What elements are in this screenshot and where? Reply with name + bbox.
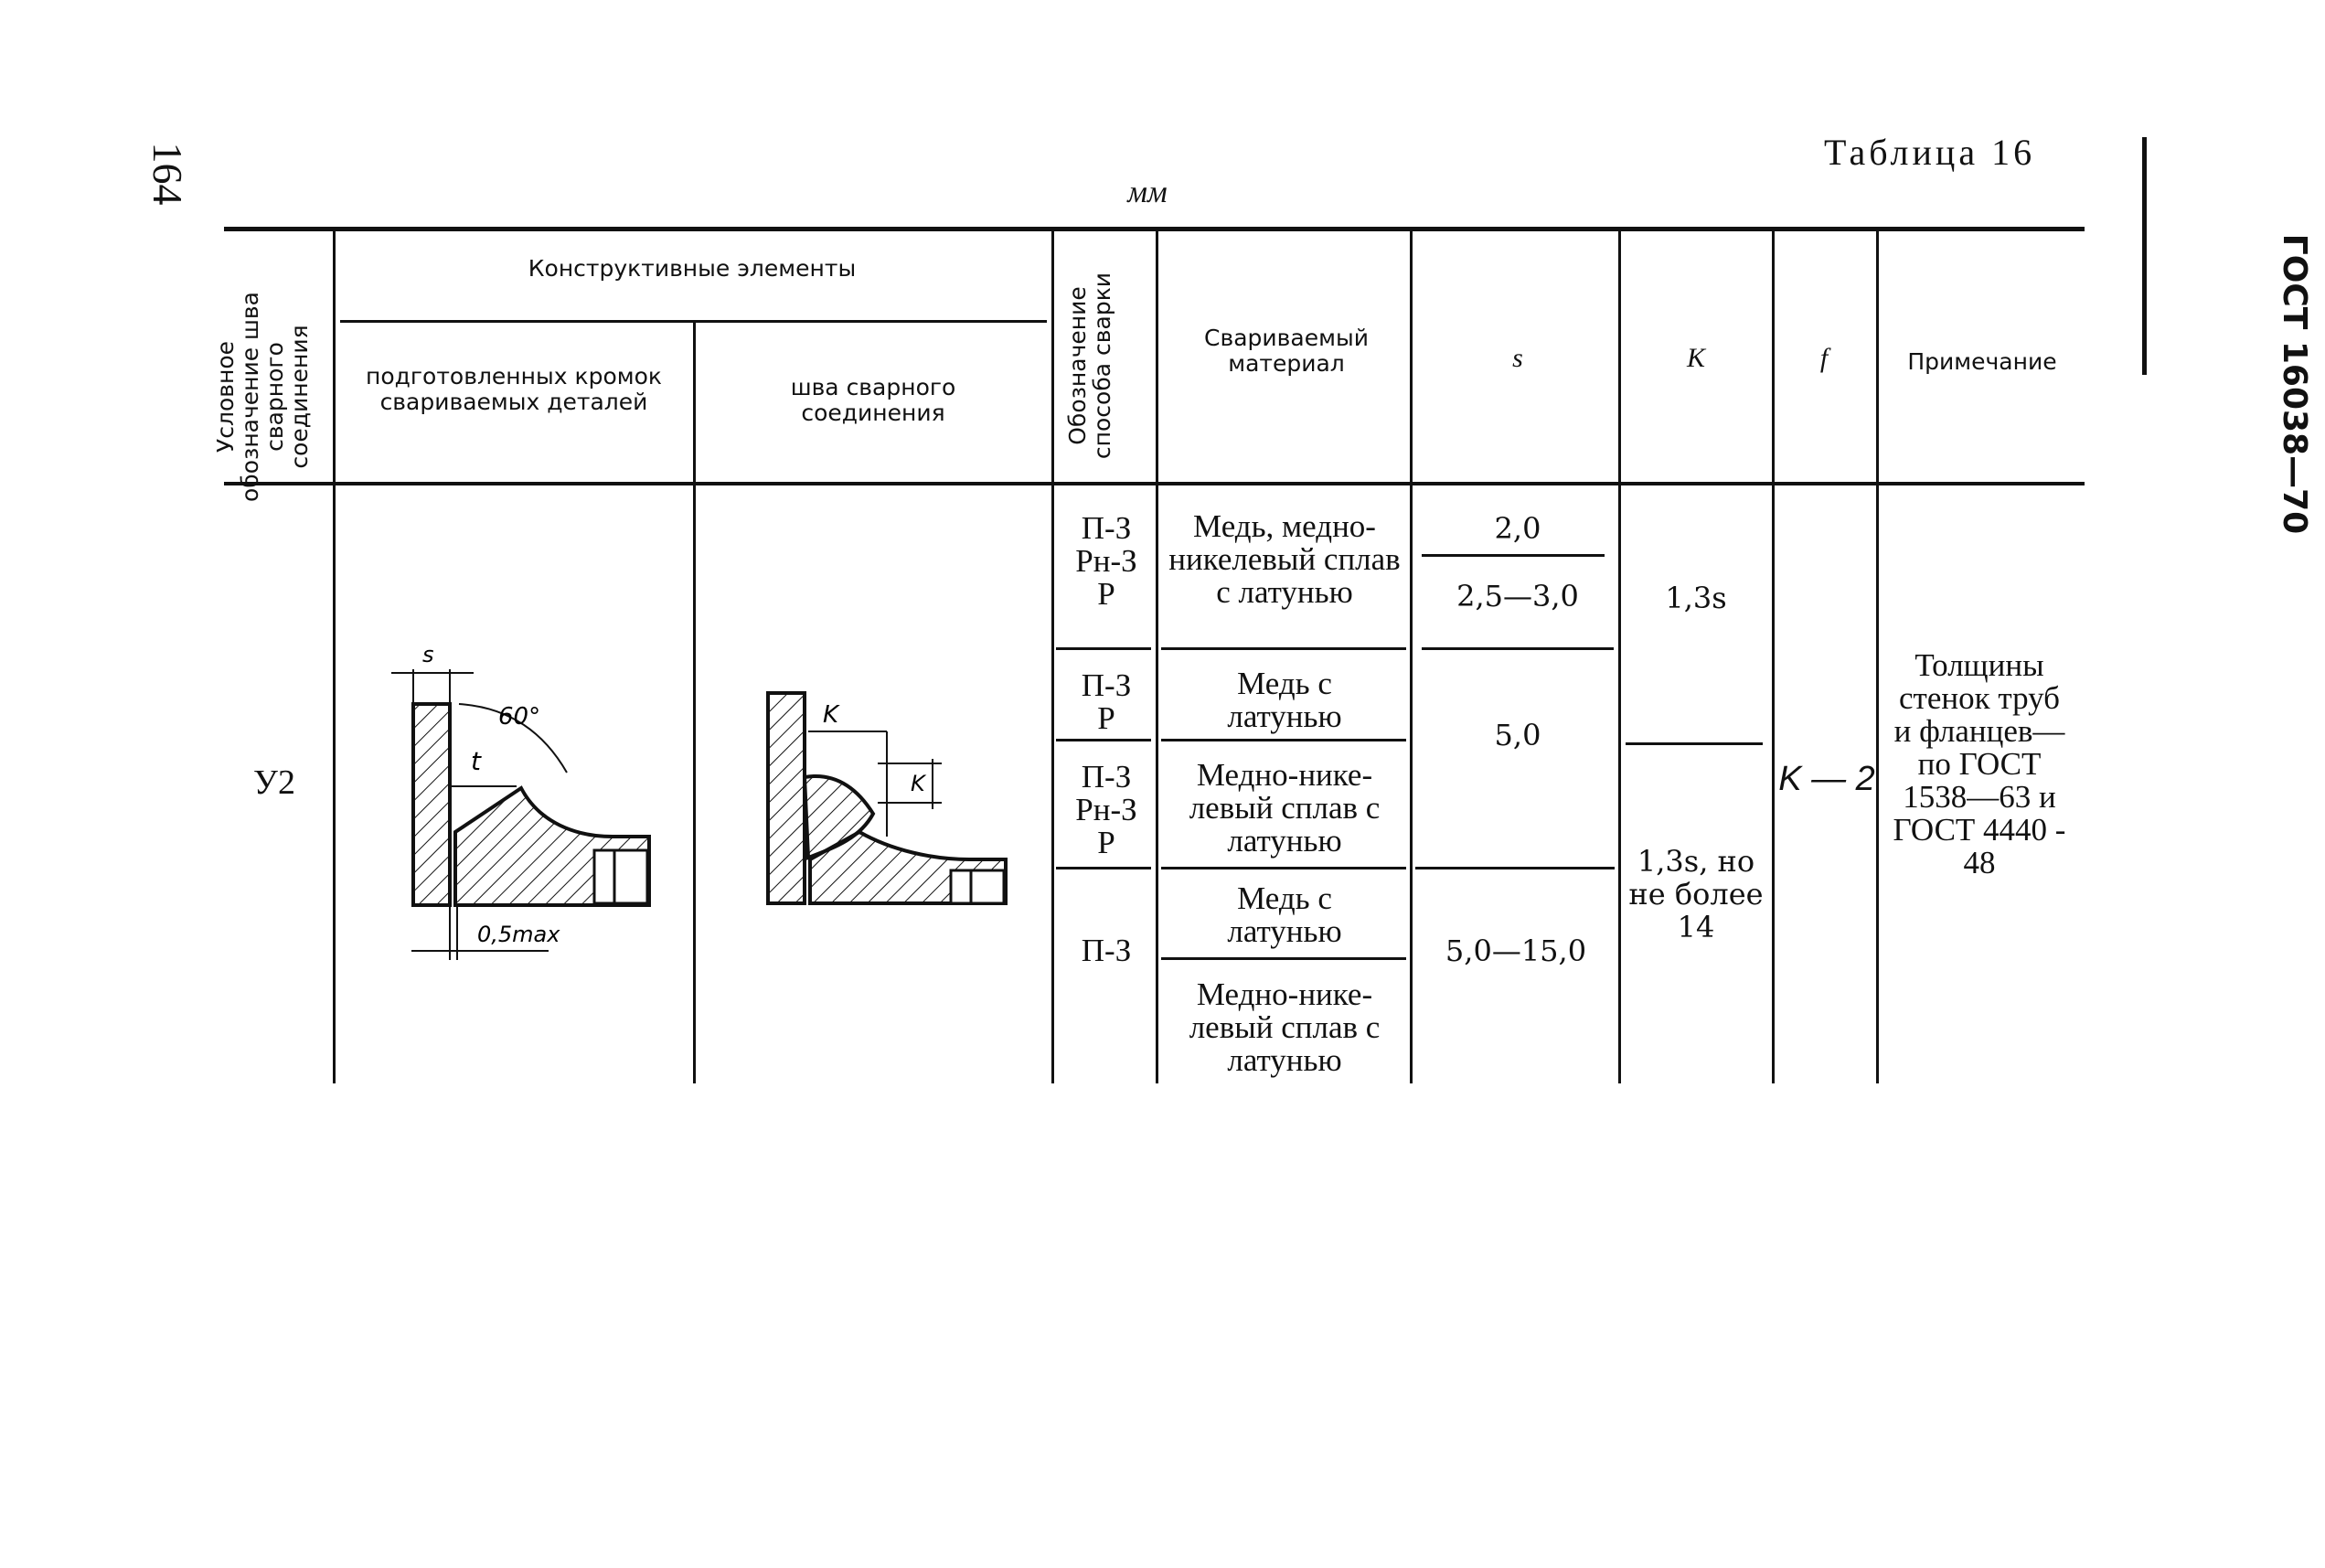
- running-header: ГОСТ 16038—70: [2276, 233, 2313, 535]
- method-line: П-З: [1081, 759, 1132, 795]
- header-f: f: [1819, 343, 1829, 373]
- table-top-rule: [224, 227, 2085, 231]
- material-rule-4: [1161, 957, 1406, 960]
- method-line: Рн-З: [1075, 792, 1137, 827]
- row-designation: У2: [253, 763, 295, 802]
- method-rule-1: [1056, 647, 1151, 650]
- material-3: Медно-нике-левый сплав с латунью: [1189, 757, 1381, 859]
- header-prepared-edges: подготовленных кромок свариваемых детале…: [366, 363, 662, 415]
- header-constructive: Конструктивные элементы: [528, 255, 857, 282]
- units-label: мм: [1127, 176, 1168, 209]
- constructive-subrule: [340, 320, 1047, 323]
- header-bottom-rule: [224, 482, 2085, 485]
- col-rule-4: [1156, 231, 1158, 1083]
- s-value-4: 5,0—15,0: [1445, 933, 1587, 968]
- method-group-2: П-З Р: [1061, 669, 1152, 735]
- method-group-4: П-З: [1061, 934, 1152, 967]
- method-rule-2: [1056, 739, 1151, 741]
- material-rule-1: [1161, 647, 1406, 650]
- label-gap: 0,5max: [477, 922, 560, 947]
- method-line: Р: [1097, 576, 1115, 612]
- method-group-1: П-З Рн-З Р: [1061, 512, 1152, 611]
- s-value-1: 2,0: [1494, 511, 1541, 546]
- method-group-3: П-З Рн-З Р: [1061, 761, 1152, 859]
- col-rule-1: [333, 231, 336, 1083]
- col-rule-3: [1051, 231, 1054, 1083]
- col-rule-5: [1410, 231, 1413, 1083]
- col-rule-6: [1618, 231, 1621, 1083]
- col-rule-8: [1876, 231, 1879, 1083]
- method-line: П-З: [1081, 667, 1132, 703]
- s-rule-2: [1422, 647, 1614, 650]
- label-t: t: [471, 746, 482, 776]
- method-line: П-З: [1081, 933, 1132, 968]
- material-1: Медь, медно-никелевый сплав с латунью: [1168, 508, 1401, 610]
- material-rule-2: [1161, 739, 1406, 741]
- k-value-2: 1,3s, но не более 14: [1628, 844, 1764, 944]
- header-material: Свариваемый материал: [1204, 325, 1369, 377]
- method-line: Рн-З: [1075, 543, 1137, 579]
- weld-drawing: K K: [766, 691, 1008, 905]
- col-rule-7: [1772, 231, 1775, 1083]
- s-rule-1: [1422, 554, 1605, 557]
- table-title: Таблица 16: [1824, 132, 2036, 173]
- header-note: Примечание: [1907, 348, 2057, 375]
- method-line: П-З: [1081, 510, 1132, 546]
- s-value-3: 5,0: [1494, 718, 1541, 752]
- method-line: Р: [1097, 700, 1115, 736]
- k-value-1: 1,3s: [1627, 581, 1765, 614]
- material-4: Медь с латунью: [1227, 880, 1342, 949]
- header-k: K: [1686, 343, 1705, 373]
- header-weld: шва сварного соединения: [790, 374, 956, 426]
- label-k-vertical: K: [911, 771, 927, 796]
- method-rule-3: [1056, 867, 1151, 869]
- s-value-2: 2,5—3,0: [1456, 579, 1579, 613]
- page-number: 164: [144, 142, 191, 206]
- k-value-1-text: 1,3s: [1665, 581, 1727, 615]
- prepared-edges-drawing: s 60° t 0,5max: [391, 642, 651, 960]
- label-k-horizontal: K: [823, 701, 840, 729]
- note: Толщины стенок труб и фланцев— по ГОСТ 1…: [1893, 647, 2066, 880]
- header-rule: [2142, 137, 2147, 375]
- header-s: s: [1512, 343, 1523, 373]
- k-rule-1: [1626, 742, 1763, 745]
- label-angle: 60°: [498, 703, 540, 731]
- header-method: Обозначение способа сварки: [1064, 272, 1115, 460]
- s-rule-3: [1415, 867, 1615, 869]
- col-rule-2: [693, 323, 696, 1083]
- material-5: Медно-нике-левый сплав с латунью: [1189, 976, 1381, 1078]
- f-value: K — 2: [1778, 760, 1875, 798]
- header-designation: Условное обозначение шва сварного соедин…: [212, 292, 313, 502]
- method-line: Р: [1097, 825, 1115, 860]
- material-rule-3: [1161, 867, 1406, 869]
- material-2: Медь с латунью: [1227, 666, 1342, 734]
- label-s: s: [422, 642, 434, 667]
